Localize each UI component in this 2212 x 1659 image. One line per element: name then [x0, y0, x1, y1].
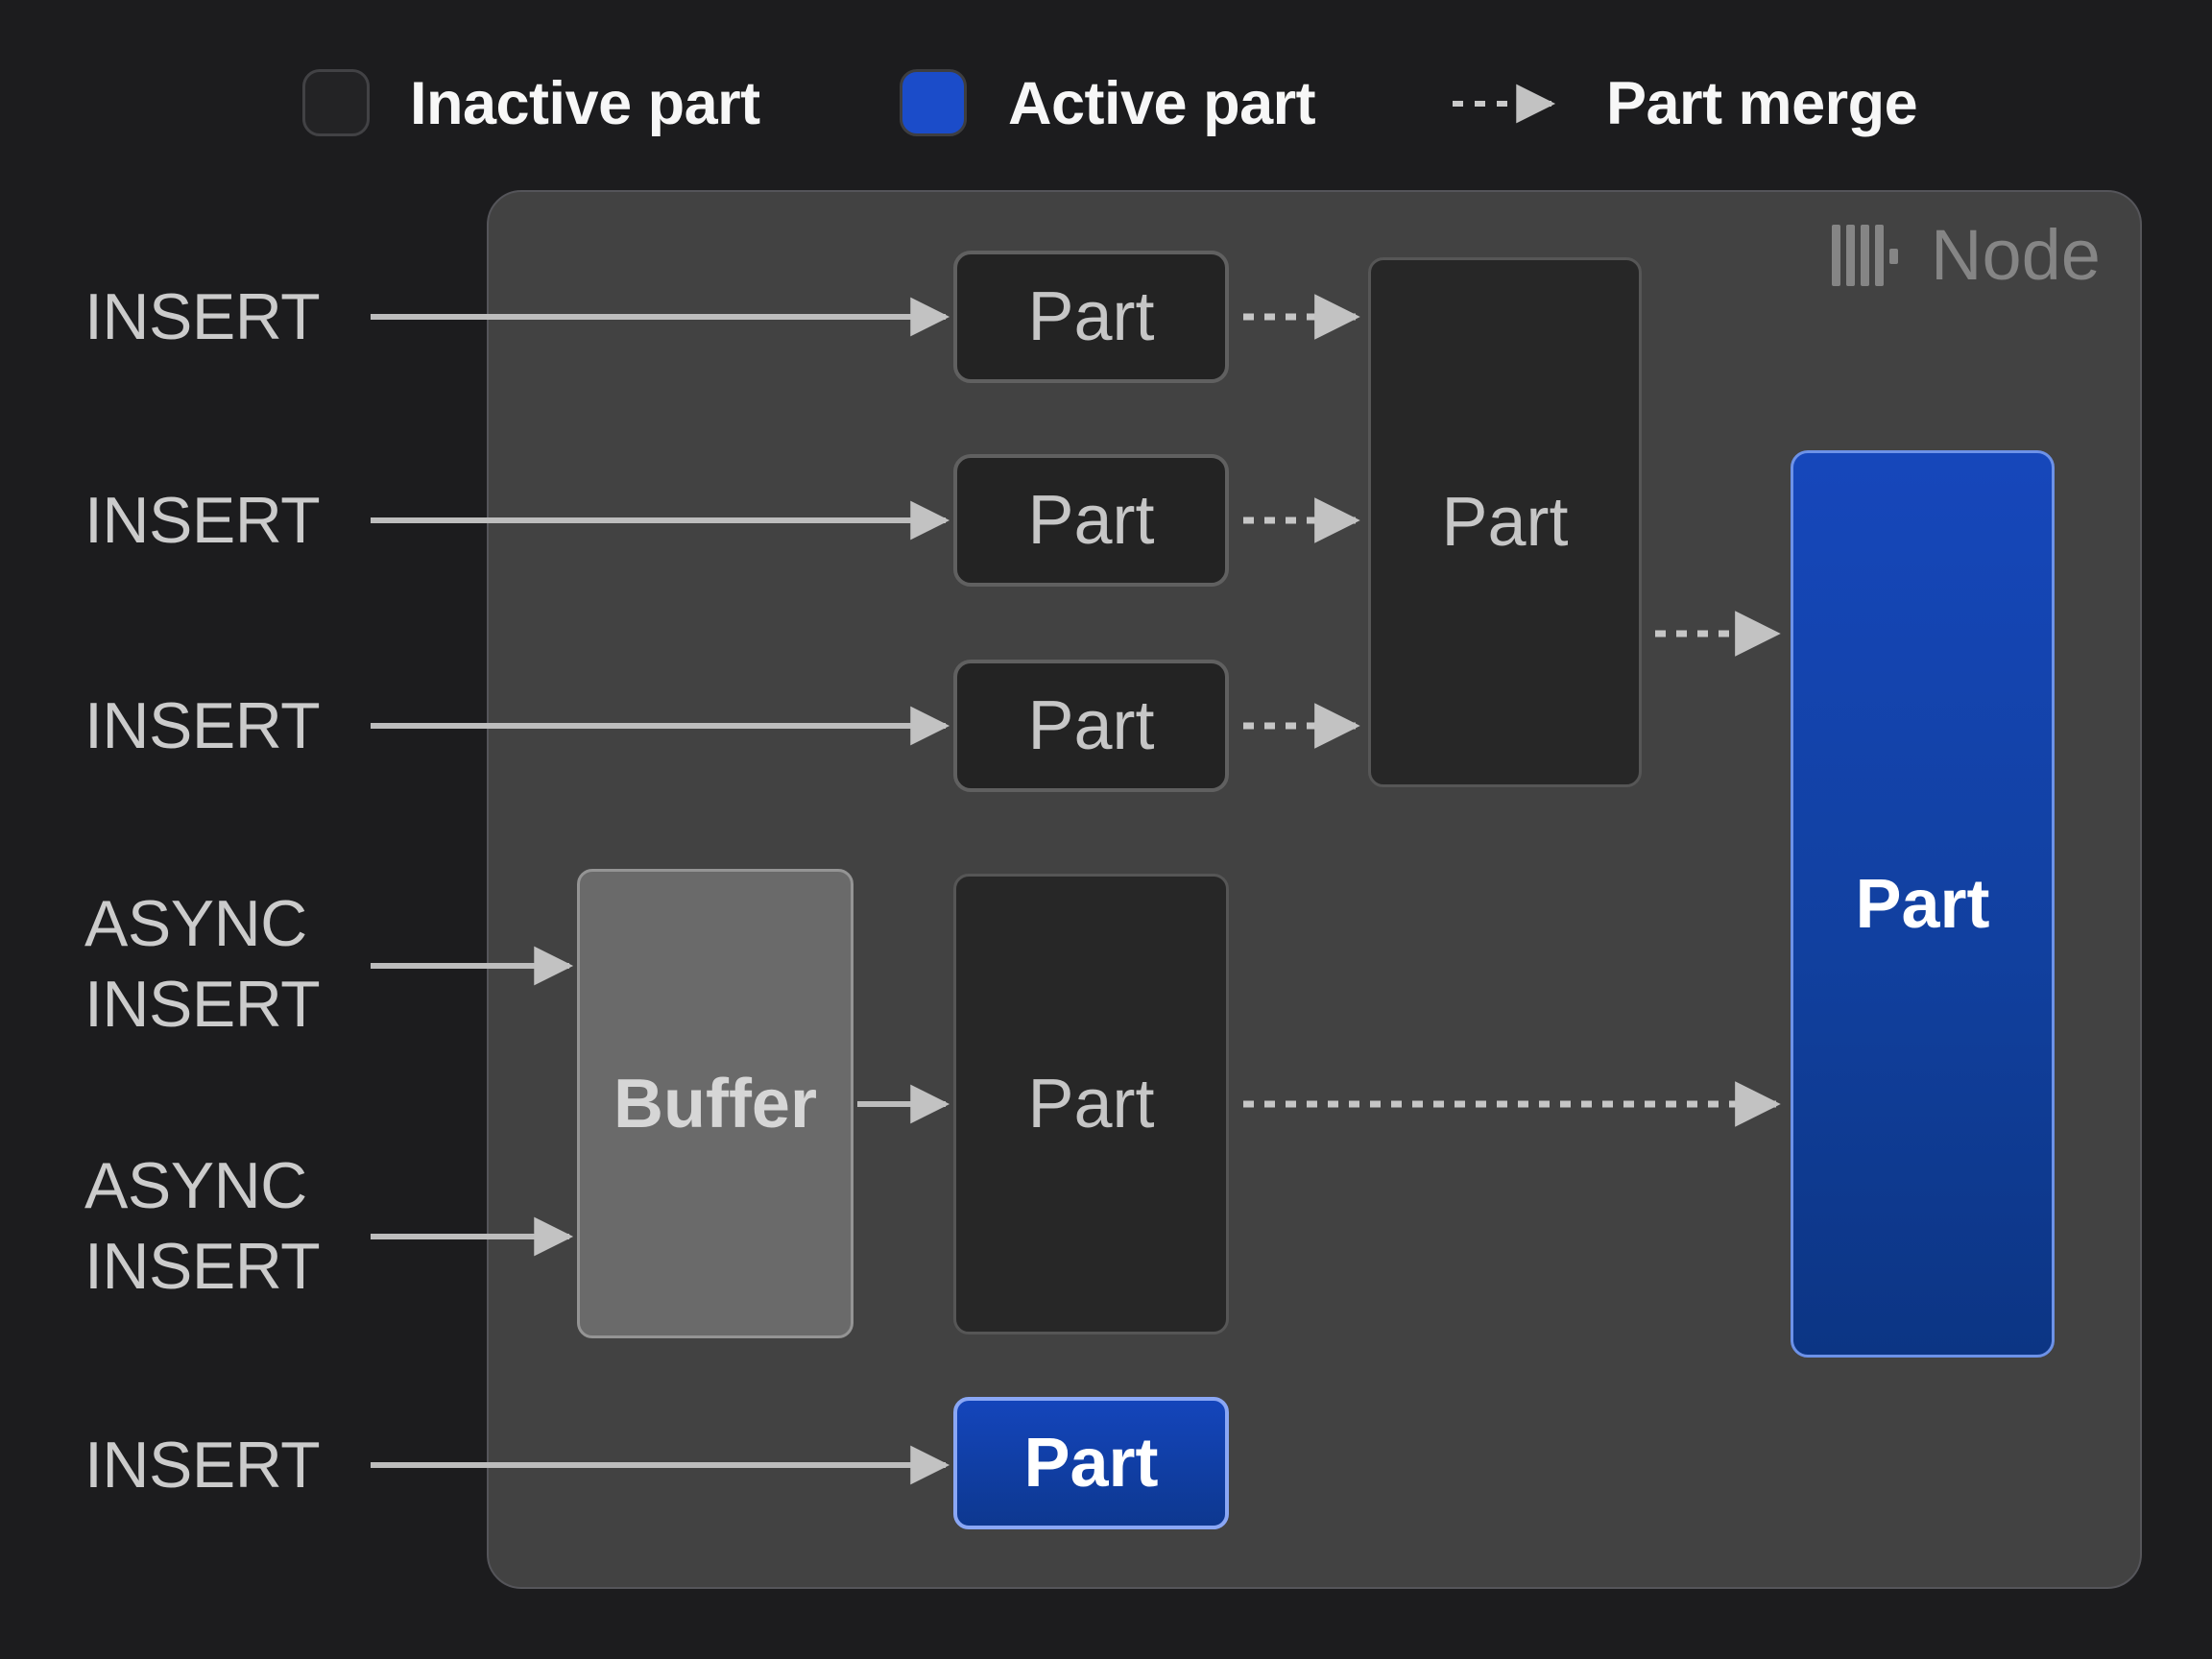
part-box-inactive-3: Part	[953, 660, 1229, 792]
part-box-inactive-2-label: Part	[1027, 482, 1155, 559]
async-insert-label-2: ASYNC INSERT	[84, 1145, 321, 1307]
part-box-inactive-1-label: Part	[1027, 278, 1155, 355]
part-box-buffer-flush-label: Part	[1027, 1066, 1155, 1142]
async-insert-label-2-line1: ASYNC	[84, 1149, 307, 1222]
async-insert-label-1: ASYNC INSERT	[84, 883, 321, 1045]
part-box-buffer-flush: Part	[953, 874, 1229, 1334]
legend-merge-label: Part merge	[1606, 70, 1918, 137]
legend-active-label: Active part	[1008, 70, 1316, 137]
node-title: Node	[1931, 215, 2101, 295]
async-insert-label-1-line2: INSERT	[84, 968, 321, 1041]
part-box-inactive-1: Part	[953, 251, 1229, 383]
clickhouse-logo-icon	[1832, 225, 1898, 286]
buffer-box-label: Buffer	[613, 1065, 817, 1142]
inactive-part-swatch	[302, 69, 370, 136]
node-header: Node	[1832, 218, 2101, 293]
async-insert-label-2-line2: INSERT	[84, 1230, 321, 1303]
insert-label-4-text: INSERT	[84, 1429, 321, 1502]
part-box-inactive-2: Part	[953, 454, 1229, 587]
legend-inactive-label: Inactive part	[410, 70, 760, 137]
buffer-box: Buffer	[577, 869, 854, 1338]
part-box-active-main-label: Part	[1855, 865, 1990, 943]
insert-label-1-text: INSERT	[84, 280, 321, 353]
part-box-merge-target: Part	[1368, 257, 1642, 787]
part-box-active-insert: Part	[953, 1397, 1229, 1529]
part-box-inactive-3-label: Part	[1027, 687, 1155, 764]
insert-label-2: INSERT	[84, 480, 321, 561]
insert-label-4: INSERT	[84, 1425, 321, 1505]
part-box-active-main: Part	[1791, 450, 2055, 1358]
insert-label-2-text: INSERT	[84, 484, 321, 557]
insert-label-1: INSERT	[84, 276, 321, 357]
async-insert-label-1-line1: ASYNC	[84, 887, 307, 960]
part-box-active-insert-label: Part	[1023, 1425, 1159, 1502]
active-part-swatch	[900, 69, 967, 136]
insert-label-3-text: INSERT	[84, 689, 321, 762]
insert-label-3: INSERT	[84, 685, 321, 766]
part-box-merge-target-label: Part	[1441, 484, 1569, 561]
